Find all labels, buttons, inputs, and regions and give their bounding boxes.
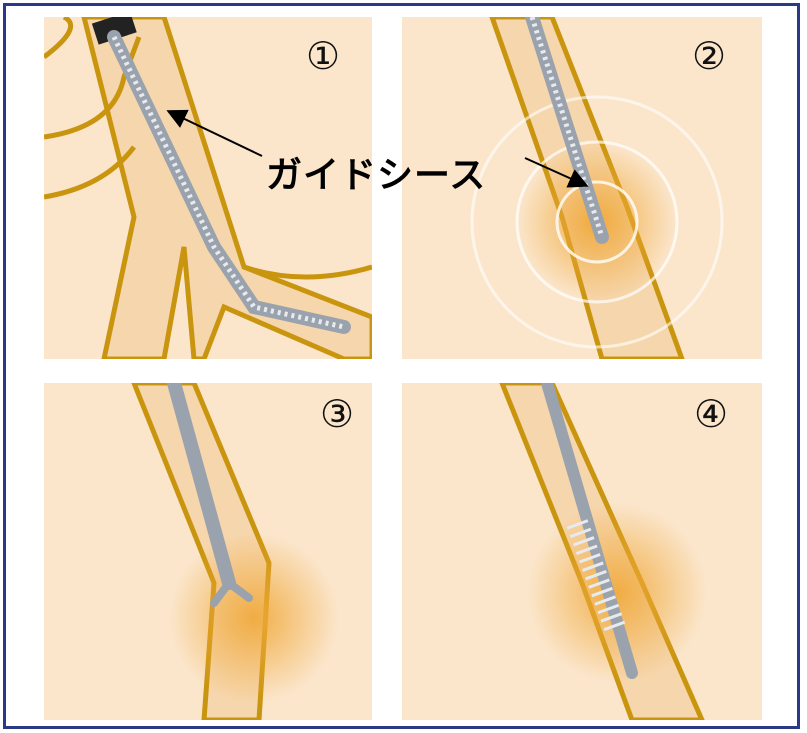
- panel-4: ④: [402, 383, 762, 720]
- lesion: [169, 533, 339, 703]
- lesion: [527, 503, 707, 683]
- panel-number: ③: [320, 395, 354, 433]
- branch-wall: [44, 17, 71, 57]
- panel-number: ②: [692, 37, 726, 75]
- panel-number: ④: [694, 395, 728, 433]
- panel-3: ③: [44, 383, 372, 720]
- panel-number: ①: [306, 37, 340, 75]
- guide-sheath-label: ガイドシース: [266, 146, 486, 198]
